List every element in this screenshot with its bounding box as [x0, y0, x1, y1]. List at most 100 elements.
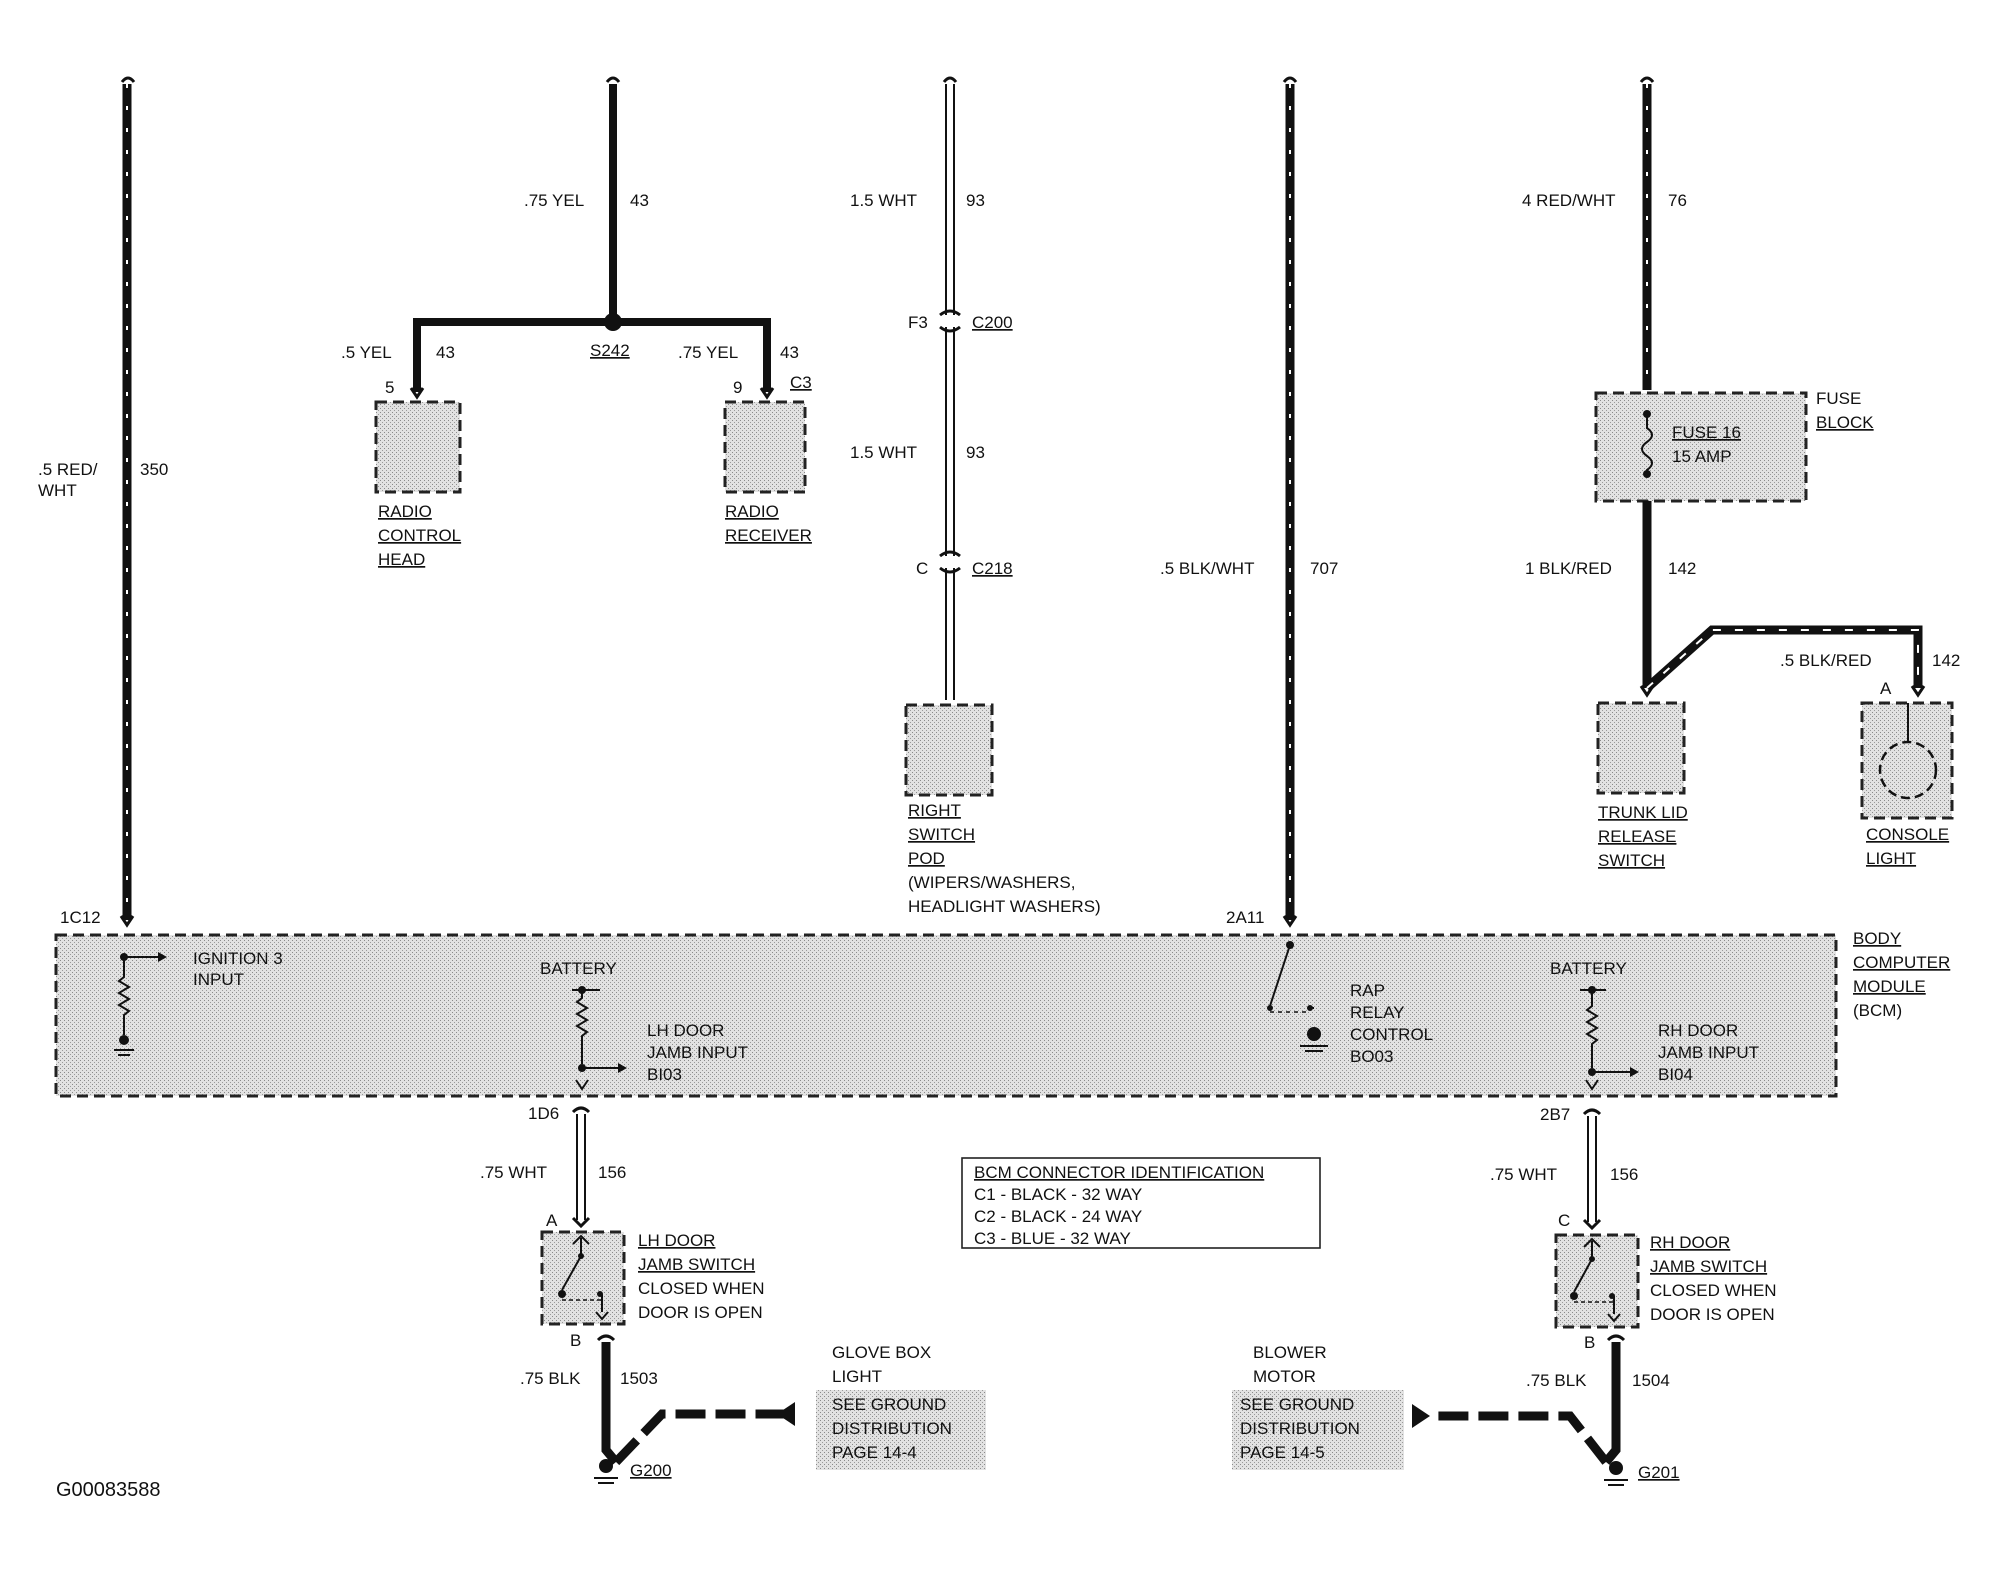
wire-43-left-circuit: 43 [436, 343, 455, 362]
svg-text:RECEIVER: RECEIVER [725, 526, 812, 545]
rh-switch-pin-b: B [1584, 1333, 1595, 1352]
svg-text:JAMB INPUT: JAMB INPUT [1658, 1043, 1759, 1062]
svg-text:C1 - BLACK - 32 WAY: C1 - BLACK - 32 WAY [974, 1185, 1142, 1204]
svg-text:BCM CONNECTOR IDENTIFICATION: BCM CONNECTOR IDENTIFICATION [974, 1163, 1264, 1182]
figure-id: G00083588 [56, 1479, 161, 1501]
svg-text:CLOSED WHEN: CLOSED WHEN [1650, 1281, 1777, 1300]
rh-switch-pin-c: C [1558, 1211, 1570, 1230]
radio-receiver-connector: C3 [790, 373, 812, 392]
svg-text:LIGHT: LIGHT [1866, 849, 1916, 868]
svg-text:BI04: BI04 [1658, 1065, 1693, 1084]
lh-input-symbol [572, 986, 627, 1091]
lh-door-jamb-input-label: LH DOOR JAMB INPUT BI03 [647, 1021, 748, 1084]
fuse-block-label: FUSE BLOCK [1816, 389, 1874, 432]
console-light-label: CONSOLE LIGHT [1866, 825, 1949, 868]
svg-text:MOTOR: MOTOR [1253, 1367, 1316, 1386]
wire-1504 [1412, 1334, 1628, 1486]
wire-350-gauge-2: WHT [38, 481, 77, 500]
svg-text:RADIO: RADIO [378, 502, 432, 521]
wire-156-rh-gauge: .75 WHT [1490, 1165, 1557, 1184]
wire-707 [1282, 76, 1298, 928]
svg-text:MODULE: MODULE [1853, 977, 1926, 996]
rh-door-jamb-input-label: RH DOOR JAMB INPUT BI04 [1658, 1021, 1759, 1084]
radio-control-head-label: RADIO CONTROL HEAD [378, 502, 461, 569]
wire-350-gauge: .5 RED/ [38, 460, 98, 479]
wire-43 [409, 76, 775, 400]
right-switch-pod-box [904, 703, 994, 797]
svg-text:SWITCH: SWITCH [1598, 851, 1665, 870]
rh-door-switch-symbol [1570, 1237, 1621, 1323]
wire-156-lh-circuit: 156 [598, 1163, 626, 1182]
svg-text:RELEASE: RELEASE [1598, 827, 1676, 846]
svg-text:C2 - BLACK - 24 WAY: C2 - BLACK - 24 WAY [974, 1207, 1142, 1226]
lh-door-switch-symbol [558, 1234, 609, 1321]
fuse-16-symbol [1641, 410, 1653, 478]
wire-43-right-circuit: 43 [780, 343, 799, 362]
rh-battery-label: BATTERY [1550, 959, 1627, 978]
c200-connector: C200 [972, 313, 1013, 332]
wire-1503-circuit: 1503 [620, 1369, 658, 1388]
wire-350-circuit: 350 [140, 460, 168, 479]
connector-id-content: BCM CONNECTOR IDENTIFICATION C1 - BLACK … [974, 1163, 1264, 1248]
wire-76-circuit: 76 [1668, 191, 1687, 210]
svg-text:COMPUTER: COMPUTER [1853, 953, 1950, 972]
radio-head-pin: 5 [385, 378, 394, 397]
svg-text:BLOWER: BLOWER [1253, 1343, 1327, 1362]
c218-pin: C [916, 559, 928, 578]
glove-box-light-label: GLOVE BOX LIGHT [832, 1343, 931, 1386]
svg-text:(BCM): (BCM) [1853, 1001, 1902, 1020]
lh-door-switch-box [540, 1230, 626, 1326]
svg-text:RH DOOR: RH DOOR [1658, 1021, 1738, 1040]
rh-door-switch-label: RH DOOR JAMB SWITCH CLOSED WHEN DOOR IS … [1650, 1233, 1777, 1324]
svg-text:RAP: RAP [1350, 981, 1385, 1000]
rap-relay-label: RAP RELAY CONTROL BO03 [1350, 981, 1433, 1066]
wire-142-gauge: 1 BLK/RED [1525, 559, 1612, 578]
svg-text:TRUNK LID: TRUNK LID [1598, 803, 1688, 822]
lh-battery-label: BATTERY [540, 959, 617, 978]
glove-box-note-box [816, 1390, 986, 1470]
console-light-bulb-icon [1878, 703, 1938, 800]
wire-93-top-gauge: 1.5 WHT [850, 191, 917, 210]
svg-text:CLOSED WHEN: CLOSED WHEN [638, 1279, 765, 1298]
blower-note-box [1232, 1390, 1404, 1470]
svg-text:FUSE 16: FUSE 16 [1672, 423, 1741, 442]
svg-text:FUSE: FUSE [1816, 389, 1861, 408]
svg-text:CONSOLE: CONSOLE [1866, 825, 1949, 844]
wire-156-rh [1582, 1108, 1602, 1231]
wire-142b-circuit: 142 [1932, 651, 1960, 670]
svg-text:BI03: BI03 [647, 1065, 682, 1084]
svg-text:RELAY: RELAY [1350, 1003, 1405, 1022]
svg-text:CONTROL: CONTROL [378, 526, 461, 545]
right-switch-pod-label: RIGHT SWITCH POD (WIPERS/WASHERS, HEADLI… [908, 801, 1101, 916]
radio-receiver-box [723, 400, 807, 494]
blower-note: SEE GROUND DISTRIBUTION PAGE 14-5 [1240, 1395, 1360, 1462]
wire-142 [1639, 501, 1926, 698]
c218-connector: C218 [972, 559, 1013, 578]
bcm-pin-1c12: 1C12 [60, 908, 101, 927]
wire-1504-circuit: 1504 [1632, 1371, 1670, 1390]
svg-text:(WIPERS/WASHERS,: (WIPERS/WASHERS, [908, 873, 1076, 892]
wire-93-top-circuit: 93 [966, 191, 985, 210]
wire-142b-gauge: .5 BLK/RED [1780, 651, 1872, 670]
fuse-16-label: FUSE 16 15 AMP [1672, 423, 1741, 466]
svg-text:HEADLIGHT WASHERS): HEADLIGHT WASHERS) [908, 897, 1101, 916]
bcm-pin-1d6: 1D6 [528, 1104, 559, 1123]
glove-box-note: SEE GROUND DISTRIBUTION PAGE 14-4 [832, 1395, 952, 1462]
svg-text:LIGHT: LIGHT [832, 1367, 882, 1386]
svg-text:DISTRIBUTION: DISTRIBUTION [1240, 1419, 1360, 1438]
svg-text:JAMB SWITCH: JAMB SWITCH [1650, 1257, 1767, 1276]
lh-door-switch-label: LH DOOR JAMB SWITCH CLOSED WHEN DOOR IS … [638, 1231, 765, 1322]
wire-1503-gauge: .75 BLK [520, 1369, 581, 1388]
wire-142-circuit: 142 [1668, 559, 1696, 578]
blower-motor-label: BLOWER MOTOR [1253, 1343, 1327, 1386]
lh-switch-pin-a: A [546, 1211, 558, 1230]
console-light-pin: A [1880, 679, 1892, 698]
svg-text:GLOVE BOX: GLOVE BOX [832, 1343, 931, 1362]
wire-93-mid-circuit: 93 [966, 443, 985, 462]
svg-text:POD: POD [908, 849, 945, 868]
ignition-input-symbol [114, 952, 167, 1056]
rap-relay-switch-symbol [1267, 941, 1328, 1052]
svg-text:BO03: BO03 [1350, 1047, 1393, 1066]
bcm-pin-2b7: 2B7 [1540, 1105, 1570, 1124]
